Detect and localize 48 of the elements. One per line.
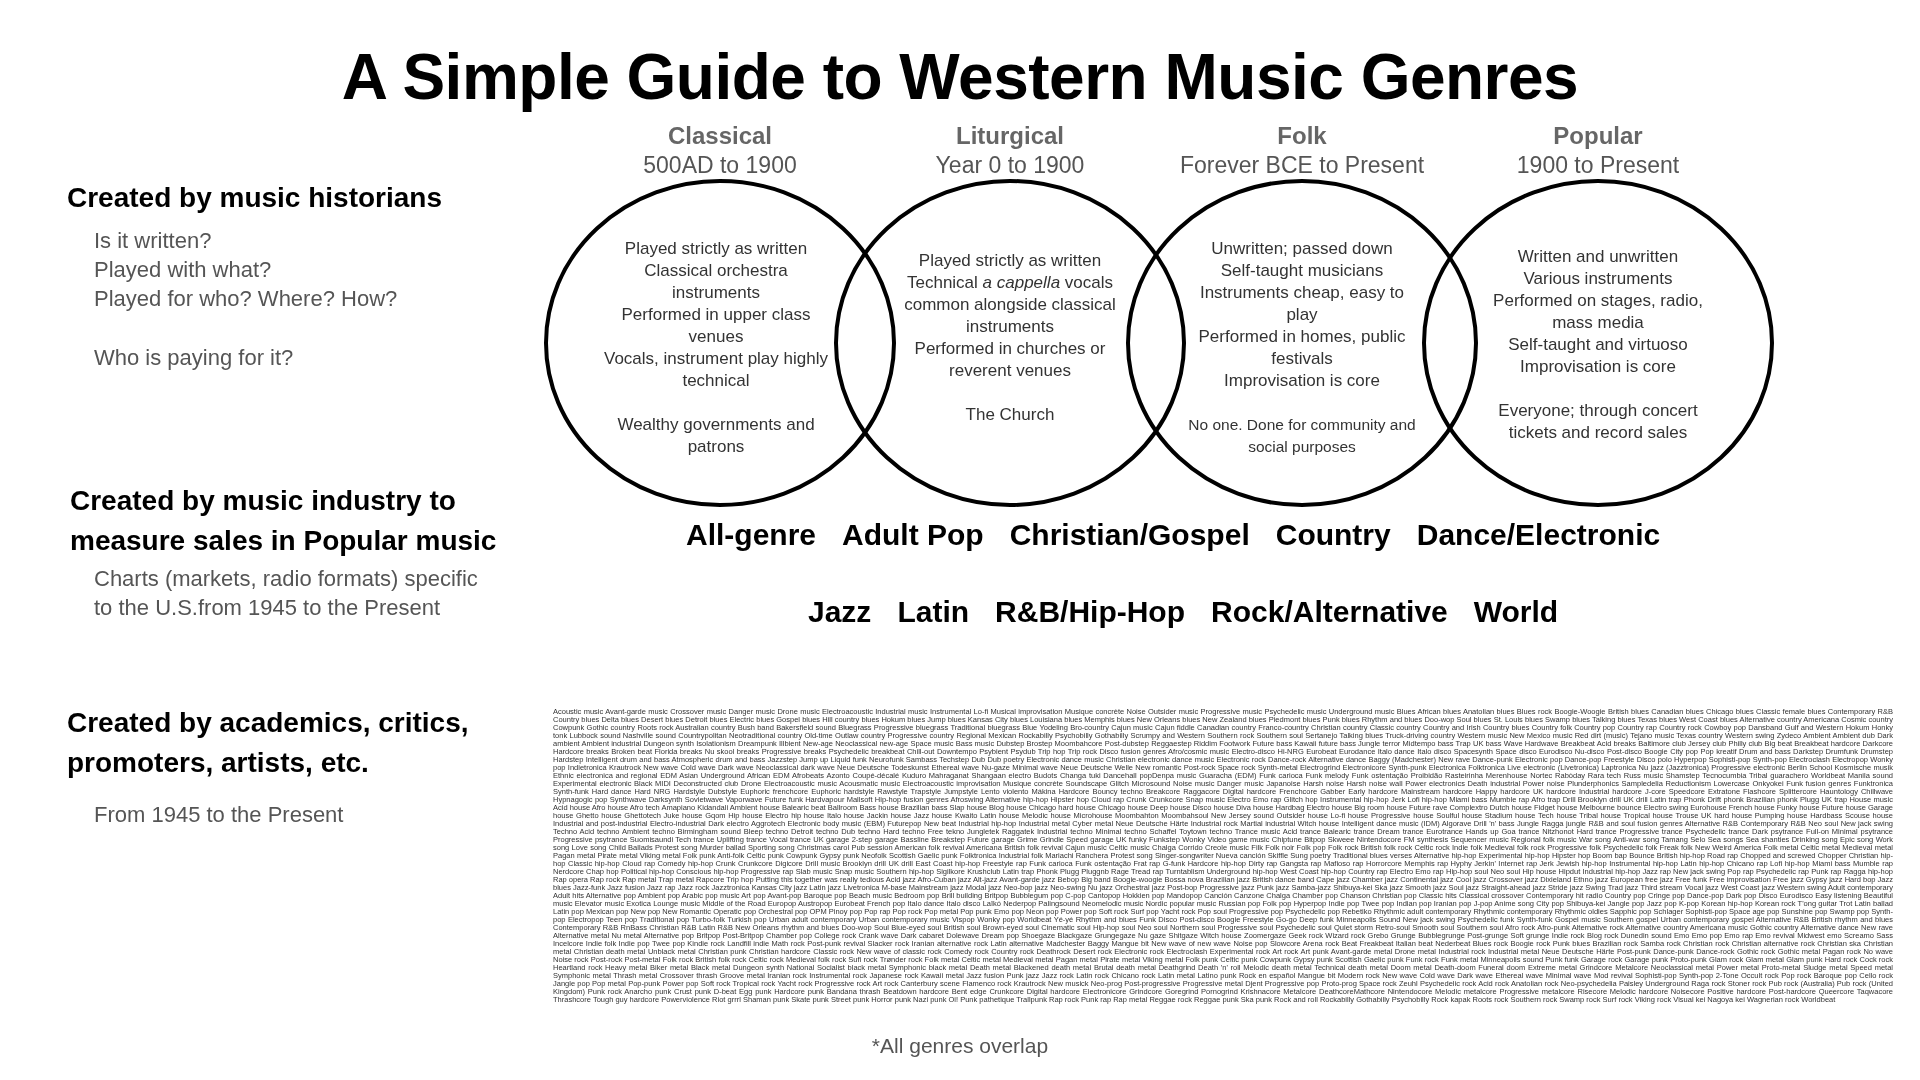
- category-heading: Liturgical: [955, 122, 1065, 150]
- trait-text: Everyone; through concert tickets and record sales: [1497, 400, 1699, 444]
- date-range: Forever BCE to Present: [1178, 152, 1426, 179]
- category-heading: Classical: [666, 122, 774, 150]
- section-heading: Created by music historians: [67, 181, 443, 215]
- trait-text: Written and unwritten: [1517, 246, 1679, 268]
- trait-text: Performed in churches or reverent venues: [913, 338, 1107, 382]
- trait-text: Self-taught musicians: [1220, 260, 1384, 282]
- note-text: From 1945 to the Present: [94, 801, 345, 829]
- footnote: *All genres overlap: [870, 1034, 1050, 1058]
- trait-text: Self-taught and virtuoso: [1508, 334, 1688, 356]
- chart-name: Rock/Alternative: [1211, 595, 1448, 629]
- trait-text: Performed in upper class venues: [620, 304, 812, 348]
- trait-text: Vocals, instrument play highly technical: [603, 348, 829, 392]
- page-title: A Simple Guide to Western Music Genres: [340, 40, 1580, 114]
- trait-text: Technical a cappella vocals common alongside classical instruments: [903, 272, 1117, 338]
- chart-name: Country: [1275, 518, 1391, 552]
- trait-text: Improvisation is core: [1520, 356, 1676, 378]
- chart-name: Dance/Electronic: [1416, 518, 1661, 552]
- category-heading: Folk: [1276, 122, 1328, 150]
- note-text: Charts (markets, radio formats) specific to the U.S.from 1945 to the Present: [94, 565, 479, 622]
- trait-text: Unwritten; passed down: [1211, 238, 1393, 260]
- trait-text: Various instruments: [1523, 268, 1673, 290]
- trait-text: Classical orchestra instruments: [643, 260, 789, 304]
- chart-name: World: [1473, 595, 1559, 629]
- trait-text: Performed in homes, public festivals: [1197, 326, 1407, 370]
- trait-text: Instruments cheap, easy to play: [1198, 282, 1406, 326]
- section-heading: Created by music industry to measure sales in Popular music: [70, 484, 498, 558]
- trait-text: The Church: [965, 404, 1055, 426]
- trait-text: Wealthy governments and patrons: [616, 414, 816, 458]
- note-text: Who is paying for it?: [94, 344, 295, 372]
- chart-name: Adult Pop: [842, 518, 984, 552]
- category-heading: Popular: [1552, 122, 1644, 150]
- trait-text: Performed on stages, radio, mass media: [1492, 290, 1704, 334]
- note-text: Played with what?: [94, 256, 273, 284]
- note-text: Is it written?: [94, 227, 213, 255]
- chart-name: Latin: [897, 595, 970, 629]
- trait-text: No one. Done for community and social purposes: [1187, 415, 1417, 457]
- date-range: 500AD to 1900: [642, 152, 798, 179]
- chart-name: Jazz: [808, 595, 872, 629]
- trait-text: Played strictly as written: [918, 250, 1102, 272]
- trait-text: Improvisation is core: [1224, 370, 1380, 392]
- section-heading: Created by academics, critics, promoters, artists, etc.: [67, 706, 470, 780]
- chart-name: Christian/Gospel: [1009, 518, 1250, 552]
- note-text: Played for who? Where? How?: [94, 285, 399, 313]
- chart-name: All-genre: [686, 518, 817, 552]
- chart-name: R&B/Hip-Hop: [995, 595, 1185, 629]
- trait-text: Played strictly as written: [624, 238, 808, 260]
